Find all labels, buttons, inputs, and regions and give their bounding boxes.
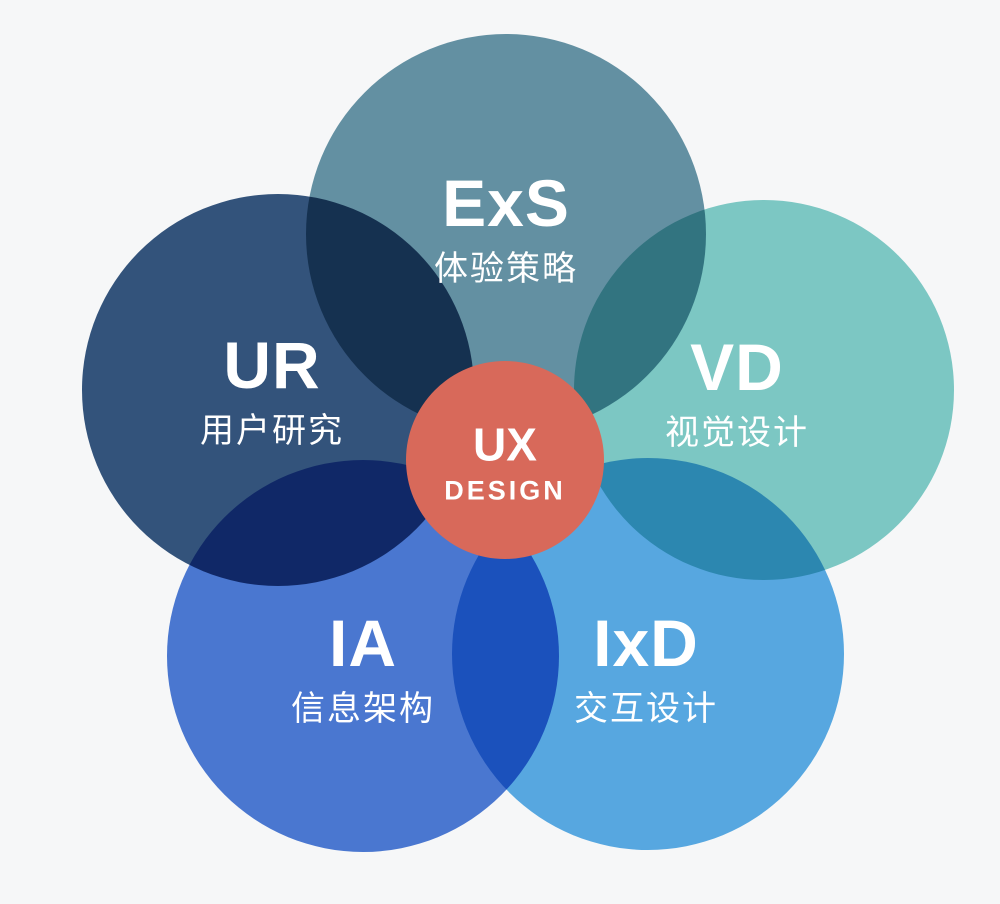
circle-ux-center: [406, 361, 604, 559]
